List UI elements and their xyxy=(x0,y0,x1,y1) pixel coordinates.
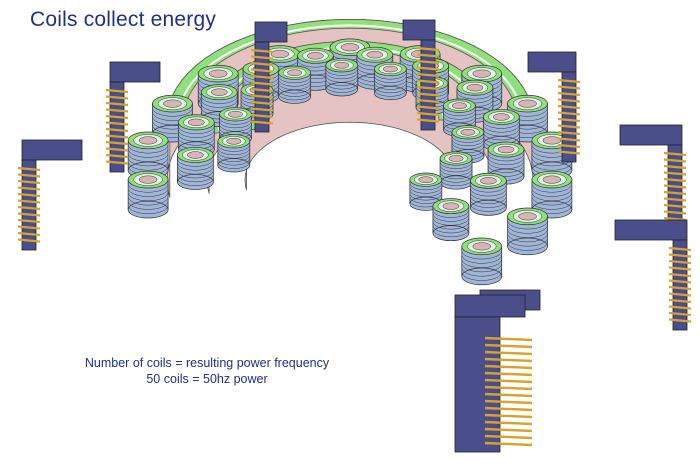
coil-ring3-11 xyxy=(409,172,443,211)
coil-ring3-4 xyxy=(278,65,311,104)
caption-line-1: Number of coils = resulting power freque… xyxy=(84,356,330,370)
coil-ring3-5 xyxy=(325,58,359,97)
coil-ring1-1 xyxy=(127,170,169,219)
front-layer xyxy=(17,19,692,453)
bracket-6 xyxy=(619,124,687,236)
coil-ring2-12 xyxy=(432,198,470,242)
coil-ring3-1 xyxy=(217,134,251,173)
coil-ring3-8 xyxy=(443,98,476,137)
diagram-title: Coils collect energy xyxy=(30,8,217,31)
bracket-5 xyxy=(527,51,581,163)
bracket-2 xyxy=(105,61,161,173)
coil-ring2-9 xyxy=(482,109,520,152)
caption-line-2: 50 coils = 50hz power xyxy=(146,372,268,386)
bracket-4 xyxy=(402,19,440,131)
bracket-7 xyxy=(614,219,692,331)
bracket-3 xyxy=(250,21,288,133)
coil-ring2-1 xyxy=(177,147,214,190)
coil-ring3-10 xyxy=(439,151,473,190)
coil-ring1-12 xyxy=(507,207,548,256)
bracket-front xyxy=(454,294,533,453)
bracket-1 xyxy=(17,139,83,251)
coil-ring2-11 xyxy=(470,172,507,216)
caption: Number of coils = resulting power freque… xyxy=(62,355,352,387)
coil-ring3-6 xyxy=(374,61,407,101)
coil-ring1-13 xyxy=(461,237,503,286)
